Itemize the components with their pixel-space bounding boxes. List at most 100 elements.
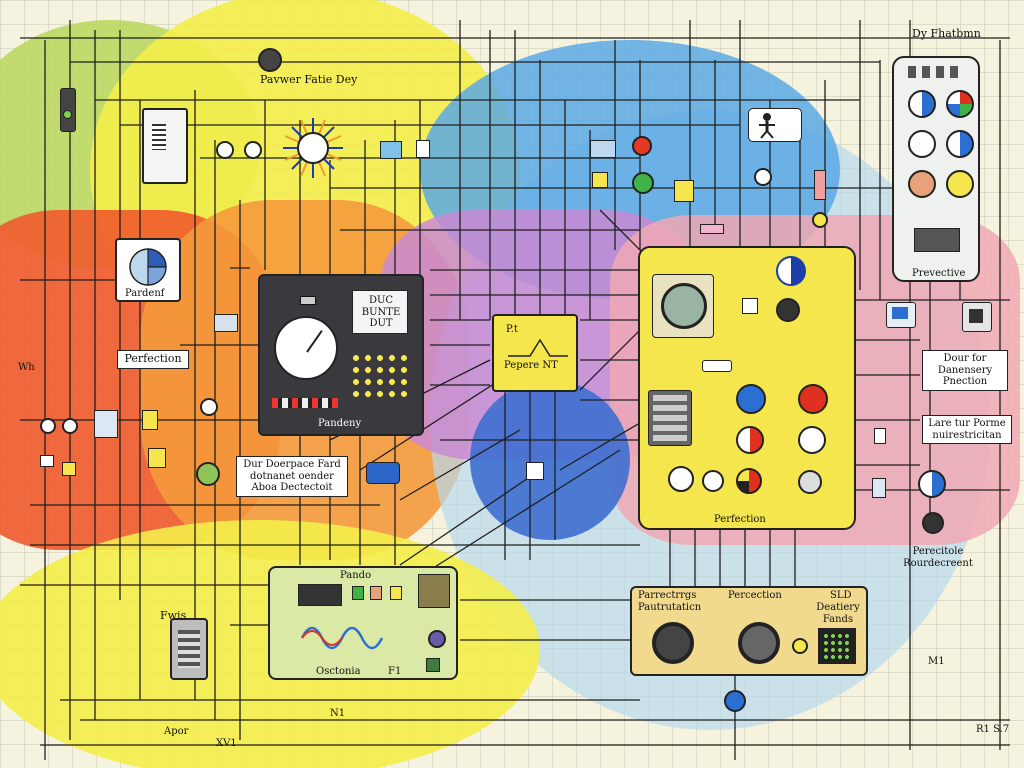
right-dial[interactable] <box>918 470 946 498</box>
bottom-block-mid-label: Percection <box>728 590 782 601</box>
right-device-label: Perecitole Rourdecreent <box>903 546 973 569</box>
right-module-label: Prevective <box>912 268 966 279</box>
bottom-speaker-1[interactable] <box>652 622 694 664</box>
sun-icon <box>283 118 343 178</box>
cross-dial[interactable] <box>798 426 826 454</box>
right-sub-box-2: Lare tur Porme nuirestricitan <box>922 415 1012 444</box>
lower-panel-board <box>418 574 450 608</box>
yellow-switch-a <box>142 410 158 430</box>
camera-lens <box>776 298 800 322</box>
top-right-label: Dy Fhatbmn <box>912 27 981 40</box>
bottom-block-left-label: Parrectrrgs Pautrutaticn <box>638 590 702 613</box>
f1-label: F1 <box>388 666 402 677</box>
mid-right-label: M1 <box>928 656 945 667</box>
pink-resistor <box>700 224 724 234</box>
slider-bar[interactable] <box>702 360 732 372</box>
yellow-node <box>812 212 828 228</box>
bottom-block-right-label: Deatiery Fands <box>816 602 860 625</box>
bottom-blue-node <box>724 690 746 712</box>
red-indicator <box>632 136 652 156</box>
bottom-block-num: SLD <box>830 590 852 601</box>
strip-dial-2[interactable] <box>946 90 974 118</box>
bottom-knob-3[interactable] <box>736 468 762 494</box>
center-unit: P.t Pepere NT <box>492 314 578 392</box>
dial-gauge[interactable] <box>274 316 338 380</box>
green-node <box>196 462 220 486</box>
fan-unit <box>652 274 714 338</box>
strip-connector <box>914 228 960 252</box>
center-unit-label: Pepere NT <box>504 360 558 371</box>
bottom-speaker-2[interactable] <box>738 622 780 664</box>
power-knob[interactable] <box>258 48 282 72</box>
dial-large-blue[interactable] <box>736 384 766 414</box>
blue-dial-top[interactable] <box>776 256 806 286</box>
right-control-strip: Prevective <box>892 56 980 282</box>
dut-screen: DUC BUNTE DUT <box>352 290 408 334</box>
bottom-led-grid <box>818 628 856 664</box>
main-yellow-module: Perfection <box>638 246 856 530</box>
strip-dial-3[interactable] <box>908 130 936 158</box>
screen-icon-right <box>962 302 992 332</box>
pie-indicator-box: Pardenf <box>115 238 181 302</box>
monitor-icon <box>886 302 916 328</box>
small-switch[interactable] <box>742 298 758 314</box>
red-fuse <box>814 170 826 200</box>
gauge-small-1 <box>216 141 234 159</box>
detection-box: Dur Doerpace Fard dotnanet oender Aboa D… <box>236 456 348 497</box>
right-sub-box-1: Dour for Danensery Pnection <box>922 350 1008 391</box>
bottom-mid-label: XV1 <box>216 738 237 749</box>
server-tower <box>142 108 188 184</box>
lower-panel-btn-2[interactable] <box>370 586 382 600</box>
gauge-small-2 <box>244 141 262 159</box>
red-white-dial[interactable] <box>736 426 764 454</box>
signal-block <box>380 141 402 159</box>
lower-panel-green-sq <box>426 658 440 672</box>
right-tag-1 <box>874 428 886 444</box>
bottom-knob-2[interactable] <box>702 470 724 492</box>
win-label: Wh <box>18 362 35 373</box>
lower-panel-label: Osctonia <box>316 666 361 677</box>
strip-dial-4[interactable] <box>946 130 974 158</box>
motor-unit <box>170 618 208 680</box>
dark-control-panel: DUC BUNTE DUT Pandeny <box>258 274 424 436</box>
bottom-tan-block: Parrectrrgs Pautrutaticn Percection SLD … <box>630 586 868 676</box>
led-matrix <box>350 352 412 398</box>
node-left-1 <box>40 418 56 434</box>
green-indicator <box>632 172 654 194</box>
doc-icon <box>94 410 118 438</box>
bottom-center-label: N1 <box>330 708 346 719</box>
bottom-knob-4[interactable] <box>798 470 822 494</box>
strip-slots <box>908 66 964 78</box>
bottom-right-label: R1 S.7 <box>976 724 1010 735</box>
power-ruler-label: Pavwer Fatie Dey <box>260 73 358 86</box>
pie-box-label: Pardenf <box>125 288 165 299</box>
display-icon <box>590 140 616 158</box>
bottom-knob-1[interactable] <box>668 466 694 492</box>
strip-dial-5[interactable] <box>908 170 936 198</box>
right-device-knob <box>922 512 944 534</box>
gauge-small-3 <box>200 398 218 416</box>
node-left-2 <box>62 418 78 434</box>
button-row[interactable] <box>272 398 338 408</box>
strip-dial-6[interactable] <box>946 170 974 198</box>
tag-left <box>40 455 54 467</box>
panel-title: Pandeny <box>318 418 362 429</box>
lower-panel-knob[interactable] <box>428 630 446 648</box>
strip-dial-1[interactable] <box>908 90 936 118</box>
lower-green-panel: Pando Osctonia F1 <box>268 566 458 680</box>
node-blue-1 <box>754 168 772 186</box>
tag-left-yellow <box>62 462 76 476</box>
bottom-small-knob[interactable] <box>792 638 808 654</box>
photo-icon <box>214 314 238 332</box>
lower-panel-btn-3[interactable] <box>390 586 402 600</box>
cross-tag <box>526 462 544 480</box>
waveform-icon <box>300 626 384 650</box>
yellow-box-small-1 <box>592 172 608 188</box>
center-unit-small: P.t <box>506 324 518 335</box>
usb-port <box>300 296 316 305</box>
lower-panel-btn-1[interactable] <box>352 586 364 600</box>
right-tag-2 <box>872 478 886 498</box>
dial-large-red[interactable] <box>798 384 828 414</box>
